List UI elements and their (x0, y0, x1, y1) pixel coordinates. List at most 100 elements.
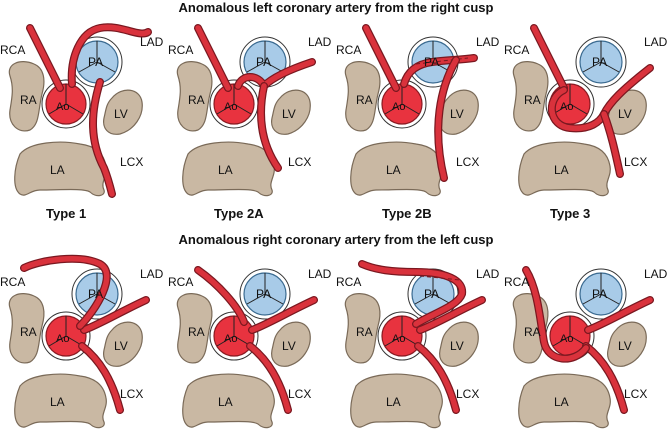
label-la: LA (218, 395, 233, 409)
pulmonary-cusps (582, 273, 620, 305)
label-lad: LAD (644, 35, 668, 49)
label-lad: LAD (140, 35, 164, 49)
label-ao: Ao (224, 333, 237, 345)
label-pa: PA (256, 55, 271, 69)
left-atrium-shape (350, 373, 443, 429)
label-ao: Ao (56, 333, 69, 345)
right-atrium-shape (512, 61, 549, 132)
lcx-vessel (90, 79, 115, 197)
pulmonary-cusps (582, 41, 620, 73)
label-lad: LAD (140, 267, 164, 281)
label-lcx: LCX (120, 387, 143, 401)
left-ventricle-shape (607, 321, 647, 367)
lcx-vessel (415, 343, 459, 413)
label-lcx: LCX (288, 155, 311, 169)
label-la: LA (218, 163, 233, 177)
label-lad: LAD (476, 35, 500, 49)
title-anomalous-left-coronary: Anomalous left coronary artery from the … (178, 0, 494, 15)
label-lv: LV (450, 107, 464, 121)
rca-interarterial (195, 267, 247, 325)
label-lcx: LCX (120, 155, 143, 169)
label-la: LA (386, 395, 401, 409)
right-atrium-shape (176, 61, 213, 132)
label-la: LA (386, 163, 401, 177)
label-ao: Ao (56, 101, 69, 113)
left-atrium-shape (14, 141, 107, 197)
right-atrium-shape (344, 293, 381, 364)
right-atrium-shape (8, 61, 45, 132)
label-lad: LAD (644, 267, 668, 281)
left-ventricle-shape (103, 89, 143, 135)
label-ao: Ao (392, 101, 405, 113)
type-label: Type 2B (382, 206, 432, 221)
lad-vessel (585, 297, 653, 333)
label-pa: PA (88, 55, 103, 69)
label-lv: LV (618, 339, 632, 353)
label-pa: PA (256, 287, 271, 301)
lcx-vessel (583, 343, 627, 413)
label-lv: LV (114, 107, 128, 121)
label-rca: RCA (0, 275, 25, 289)
label-ao: Ao (560, 333, 573, 345)
label-la: LA (554, 163, 569, 177)
lad-vessel (81, 297, 149, 333)
left-ventricle-shape (103, 321, 143, 367)
rca-interarterial (359, 261, 465, 327)
label-lcx: LCX (456, 155, 479, 169)
label-rca: RCA (168, 43, 193, 57)
left-ventricle-shape (439, 321, 479, 367)
right-atrium-shape (344, 61, 381, 132)
label-ra: RA (524, 93, 541, 107)
lad-vessel (249, 297, 317, 333)
lcx-vessel (435, 57, 459, 181)
label-rca: RCA (336, 275, 361, 289)
label-lv: LV (618, 107, 632, 121)
label-rca: RCA (336, 43, 361, 57)
lcx-vessel (601, 111, 623, 177)
label-ao: Ao (560, 101, 573, 113)
left-ventricle-shape (271, 89, 311, 135)
label-ra: RA (524, 325, 541, 339)
label-lcx: LCX (624, 387, 647, 401)
label-la: LA (50, 395, 65, 409)
lad-vessel (417, 297, 485, 333)
label-pa: PA (592, 287, 607, 301)
rca-vessel (195, 25, 231, 91)
label-lcx: LCX (624, 155, 647, 169)
aortic-cusps (48, 84, 84, 115)
lcx-vessel (247, 343, 291, 413)
label-rca: RCA (168, 275, 193, 289)
lad-prepulmonic (69, 24, 151, 87)
type-label: Type 3 (550, 206, 590, 221)
rca-vessel (363, 25, 399, 91)
title-anomalous-right-coronary: Anomalous right coronary artery from the… (178, 232, 494, 247)
label-lcx: LCX (288, 387, 311, 401)
label-pa: PA (424, 287, 439, 301)
left-atrium-shape (518, 141, 611, 197)
label-lcx: LCX (456, 387, 479, 401)
left-atrium-shape (14, 373, 107, 429)
label-ra: RA (356, 325, 373, 339)
pulmonary-cusps (78, 41, 116, 73)
rca-retroaortic (523, 267, 589, 362)
lcx-vessel (258, 83, 281, 171)
label-lv: LV (282, 107, 296, 121)
label-ra: RA (356, 93, 373, 107)
left-atrium-shape (518, 373, 611, 429)
label-lad: LAD (308, 35, 332, 49)
label-lv: LV (114, 339, 128, 353)
rca-vessel (27, 25, 63, 91)
left-atrium-shape (182, 373, 275, 429)
label-lad: LAD (308, 267, 332, 281)
label-la: LA (50, 163, 65, 177)
label-rca: RCA (0, 43, 25, 57)
left-atrium-shape (182, 141, 275, 197)
right-atrium-shape (176, 293, 213, 364)
label-la: LA (554, 395, 569, 409)
